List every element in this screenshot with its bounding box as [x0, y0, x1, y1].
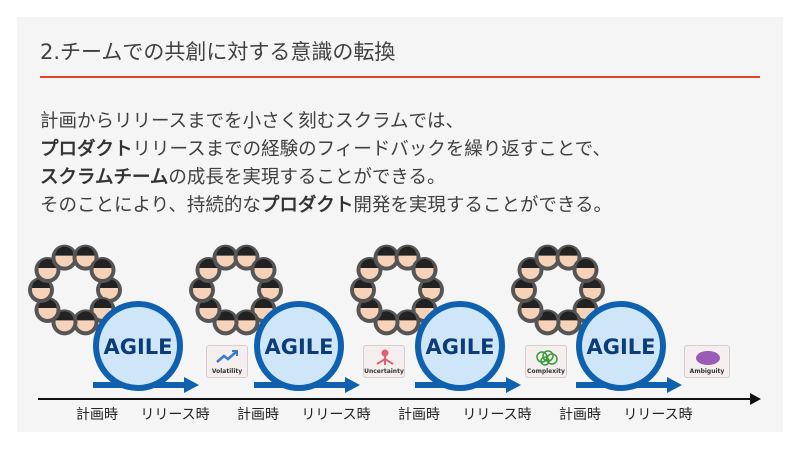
release-time-label: リリース時	[623, 407, 693, 423]
agile-circle	[93, 301, 183, 391]
agile-cycle: AGILE	[511, 244, 682, 393]
agile-label: AGILE	[425, 335, 494, 359]
team-ring-icon	[511, 244, 605, 336]
agile-cycle: AGILE	[350, 244, 521, 393]
body-line-2: プロダクトリリースまでの経験のフィードバックを繰り返すことで、	[40, 139, 611, 160]
release-time-label: リリース時	[301, 407, 371, 423]
tag-complexity: Complexity	[525, 345, 567, 378]
team-ring-icon	[350, 244, 444, 336]
plan-time-label: 計画時	[76, 407, 118, 423]
slide-title: 2.チームでの共創に対する意識の転換	[40, 40, 396, 64]
tag-ambiguity: Ambiguity	[684, 345, 730, 378]
agile-label: AGILE	[264, 335, 333, 359]
body-line-1: 計画からリリースまでを小さく刻むスクラムでは、	[40, 111, 465, 132]
agile-cycle: AGILE	[189, 244, 360, 393]
body-line-3: スクラムチームの成長を実現することができる。	[40, 167, 446, 188]
tag-uncertainty: Uncertainty	[363, 345, 405, 378]
agile-circle	[415, 301, 505, 391]
slide-body: 計画からリリースまでを小さく刻むスクラムでは、 プロダクトリリースまでの経験のフ…	[40, 108, 612, 220]
plan-time-label: 計画時	[398, 407, 440, 423]
trend-up-icon	[216, 350, 238, 363]
timeline-axis	[38, 398, 752, 400]
agile-label: AGILE	[103, 335, 172, 359]
agile-circle	[576, 301, 666, 391]
team-ring-icon	[28, 244, 122, 336]
cloud-blob-icon	[696, 351, 720, 365]
plan-time-label: 計画時	[559, 407, 601, 423]
timeline-arrowhead	[750, 393, 761, 405]
tangle-icon	[536, 350, 558, 366]
title-divider	[40, 76, 760, 78]
release-time-label: リリース時	[140, 407, 210, 423]
tag-volatility: Volatility	[206, 345, 248, 378]
release-time-label: リリース時	[462, 407, 532, 423]
team-ring-icon	[189, 244, 283, 336]
agile-circle	[254, 301, 344, 391]
agile-label: AGILE	[586, 335, 655, 359]
plan-time-label: 計画時	[237, 407, 279, 423]
agile-cycle: AGILE	[28, 244, 199, 393]
branching-icon	[376, 349, 394, 365]
body-line-4: そのことにより、持続的なプロダクト開発を実現することができる。	[40, 195, 613, 216]
